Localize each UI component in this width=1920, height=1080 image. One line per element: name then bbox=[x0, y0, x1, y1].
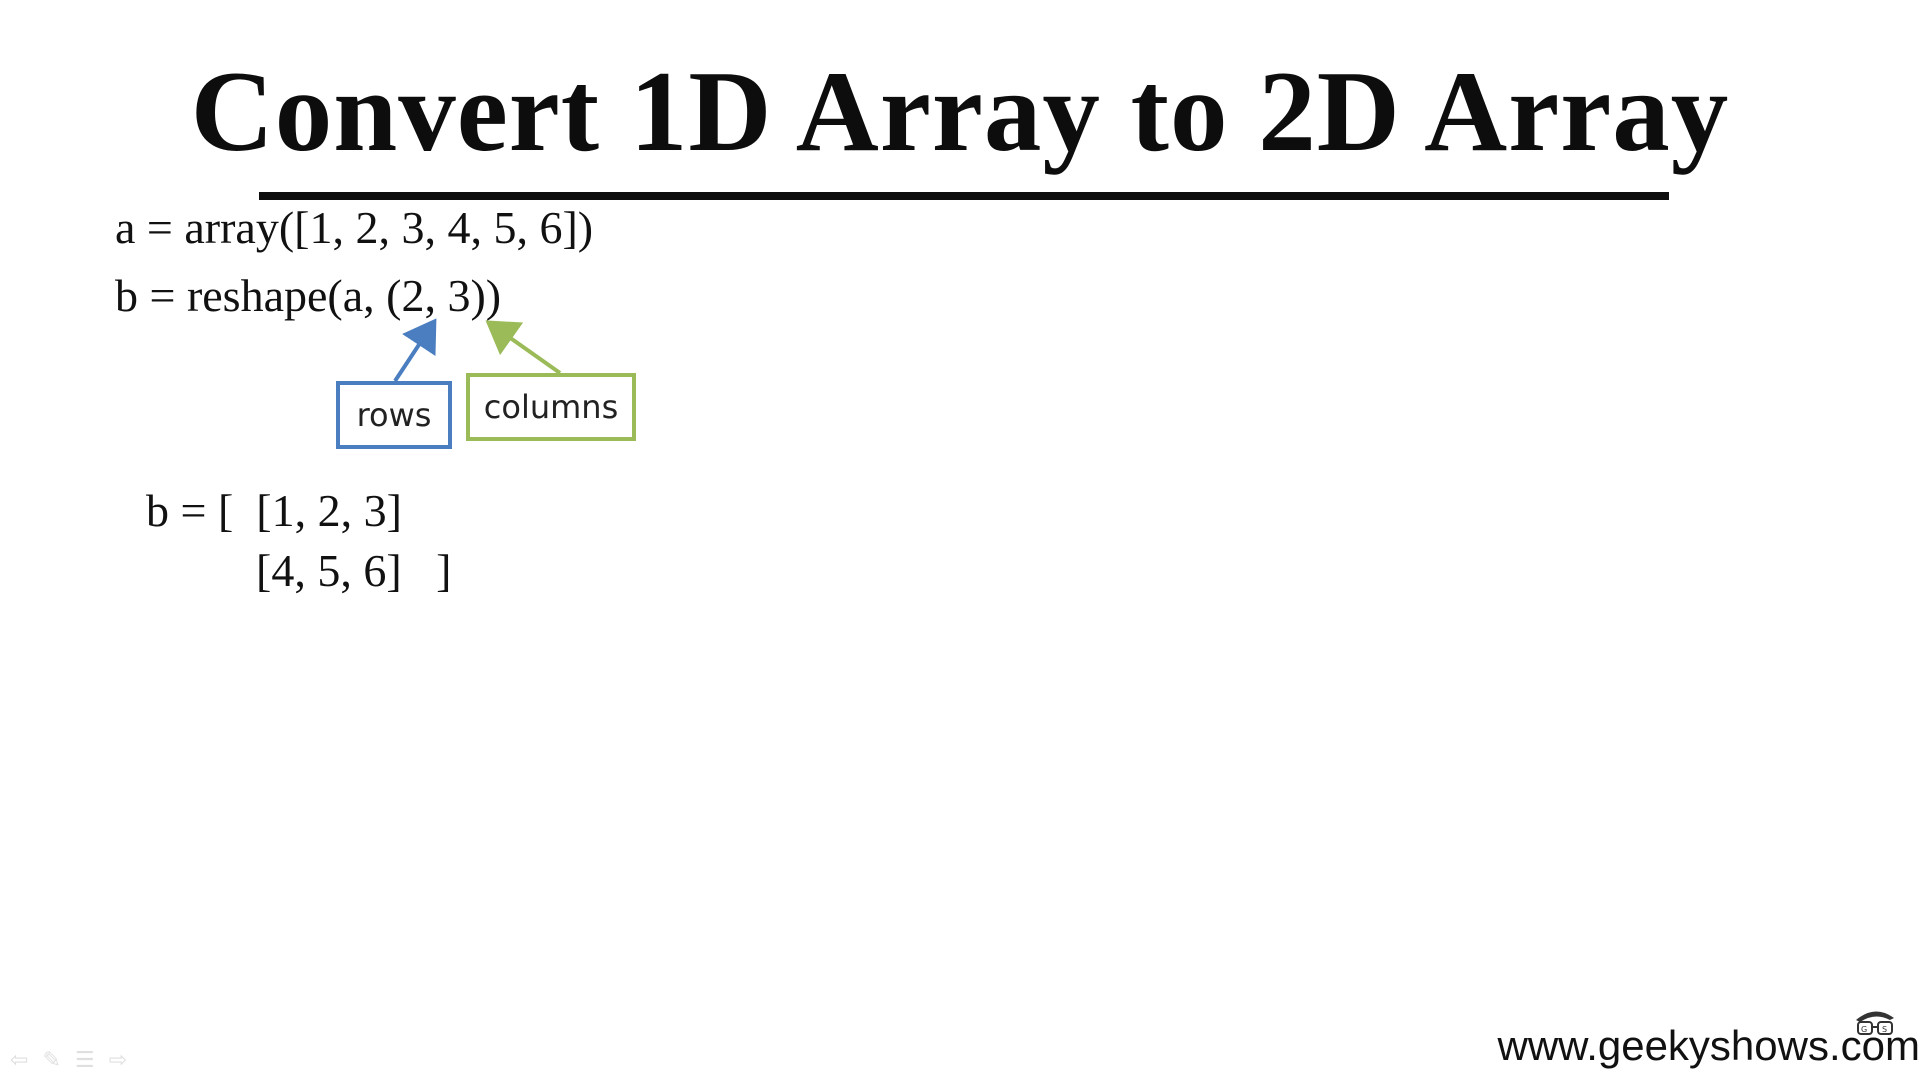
code-line-array: a = array([1, 2, 3, 4, 5, 6]) bbox=[115, 202, 594, 253]
forward-arrow-icon[interactable]: ⇨ bbox=[108, 1048, 128, 1073]
columns-label: columns bbox=[483, 388, 619, 426]
slide-title: Convert 1D Array to 2D Array bbox=[190, 48, 1730, 175]
footer-website-url[interactable]: www.geekyshows.com bbox=[1497, 1022, 1920, 1069]
rows-label: rows bbox=[356, 396, 432, 434]
columns-arrow bbox=[485, 320, 562, 375]
columns-label-box: columns bbox=[466, 373, 636, 441]
menu-icon[interactable]: ☰ bbox=[74, 1048, 95, 1073]
code-line-reshape: b = reshape(a, (2, 3)) bbox=[115, 270, 502, 321]
rows-arrow bbox=[393, 318, 437, 383]
slideshow-nav-controls: ⇦ ✎ ☰ ⇨ bbox=[10, 1048, 127, 1073]
slide-title-container: Convert 1D Array to 2D Array bbox=[0, 42, 1920, 200]
svg-text:S: S bbox=[1882, 1025, 1887, 1034]
rows-label-box: rows bbox=[336, 381, 452, 449]
geekyshows-logo-icon: G S bbox=[1856, 1011, 1894, 1035]
result-row-1: b = [ [1, 2, 3] bbox=[146, 485, 402, 536]
title-underline bbox=[259, 192, 1669, 200]
svg-text:G: G bbox=[1861, 1025, 1867, 1034]
result-row-2: [4, 5, 6] ] bbox=[256, 545, 452, 596]
pen-icon[interactable]: ✎ bbox=[42, 1048, 61, 1073]
back-arrow-icon[interactable]: ⇦ bbox=[10, 1048, 29, 1073]
